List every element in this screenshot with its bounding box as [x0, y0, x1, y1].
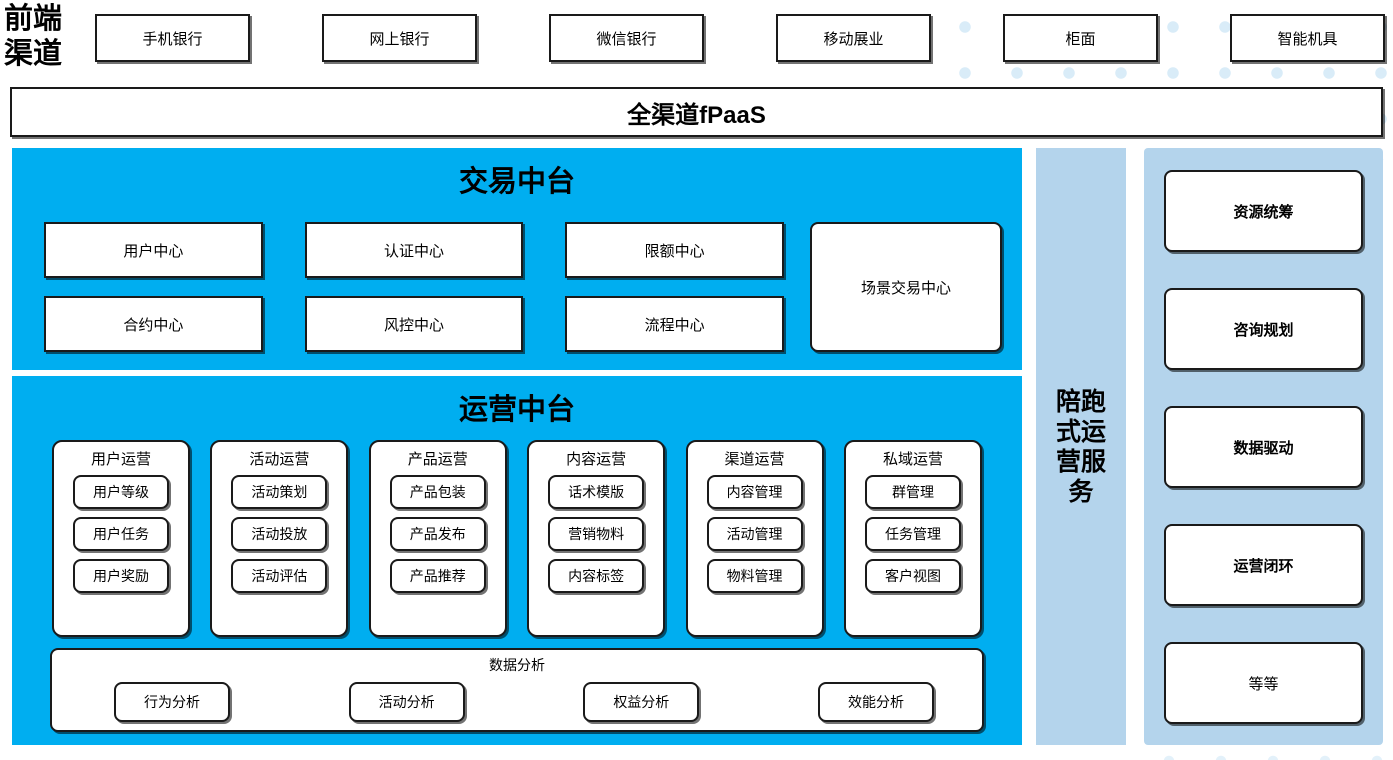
ops-center-panel: 运营中台 用户运营 用户等级 用户任务 用户奖励 活动运营 活动策划 活动投放 …: [12, 376, 1022, 745]
trade-center-title: 交易中台: [458, 166, 575, 198]
trade-card-risk-center[interactable]: 风控中心: [304, 296, 524, 352]
trade-card-user-center[interactable]: 用户中心: [44, 222, 263, 278]
front-channel-label: 前端 渠道: [4, 2, 88, 74]
ops-item-marketing-material[interactable]: 营销物料: [548, 517, 645, 551]
ops-item-material-management[interactable]: 物料管理: [706, 559, 803, 593]
ops-item-campaign-evaluation[interactable]: 活动评估: [231, 559, 328, 593]
data-analysis-item-campaign[interactable]: 活动分析: [348, 682, 465, 722]
ops-column-title: 用户运营: [90, 451, 151, 468]
channel-box-wechat-bank[interactable]: 微信银行: [549, 14, 704, 62]
capability-card-resource-coordination[interactable]: 资源统筹: [1164, 170, 1363, 252]
channel-box-mobile-field[interactable]: 移动展业: [776, 14, 931, 62]
trade-card-contract-center[interactable]: 合约中心: [44, 296, 263, 352]
trade-card-auth-center[interactable]: 认证中心: [304, 222, 524, 278]
ops-item-user-level[interactable]: 用户等级: [73, 475, 169, 509]
data-analysis-section: 数据分析 行为分析 活动分析 权益分析 效能分析: [50, 648, 984, 732]
front-channel-label-line2: 渠道: [4, 38, 63, 70]
front-channel-row: 手机银行 网上银行 微信银行 移动展业 柜面 智能机具: [95, 14, 1385, 62]
ops-item-campaign-delivery[interactable]: 活动投放: [231, 517, 328, 551]
ops-item-content-management[interactable]: 内容管理: [706, 475, 803, 509]
ops-item-customer-view[interactable]: 客户视图: [864, 559, 961, 593]
service-capability-list: 资源统筹 咨询规划 数据驱动 运营闭环 等等: [1164, 170, 1363, 724]
ops-item-user-reward[interactable]: 用户奖励: [73, 559, 169, 593]
channel-box-smart-device[interactable]: 智能机具: [1230, 14, 1385, 62]
ops-column-title: 产品运营: [407, 451, 468, 468]
ops-column-channel-operation: 渠道运营 内容管理 活动管理 物料管理: [685, 440, 824, 637]
ops-item-group-management[interactable]: 群管理: [864, 475, 961, 509]
ops-column-campaign-operation: 活动运营 活动策划 活动投放 活动评估: [210, 440, 349, 637]
ops-item-product-recommendation[interactable]: 产品推荐: [389, 559, 486, 593]
data-analysis-item-benefit[interactable]: 权益分析: [583, 682, 700, 722]
capability-card-data-driven[interactable]: 数据驱动: [1164, 406, 1363, 488]
ops-column-title: 内容运营: [566, 451, 627, 468]
trade-center-panel: 交易中台 用户中心 认证中心 限额中心 合约中心 风控中心 流程中心 场景交易中…: [12, 148, 1022, 370]
trade-card-process-center[interactable]: 流程中心: [565, 296, 784, 352]
channel-box-counter[interactable]: 柜面: [1003, 14, 1158, 62]
ops-column-product-operation: 产品运营 产品包装 产品发布 产品推荐: [368, 440, 507, 637]
ops-center-columns: 用户运营 用户等级 用户任务 用户奖励 活动运营 活动策划 活动投放 活动评估 …: [52, 440, 982, 637]
ops-item-product-release[interactable]: 产品发布: [389, 517, 486, 551]
trade-center-card-grid: 用户中心 认证中心 限额中心 合约中心 风控中心 流程中心: [44, 222, 784, 352]
accompany-service-label: 陪跑式运营服务: [1055, 387, 1106, 506]
data-analysis-title: 数据分析: [489, 657, 545, 673]
ops-item-product-packaging[interactable]: 产品包装: [389, 475, 486, 509]
channel-box-online-bank[interactable]: 网上银行: [322, 14, 477, 62]
service-capability-panel: 资源统筹 咨询规划 数据驱动 运营闭环 等等: [1144, 148, 1383, 745]
ops-item-content-tag[interactable]: 内容标签: [548, 559, 645, 593]
ops-column-content-operation: 内容运营 话术模版 营销物料 内容标签: [527, 440, 666, 637]
ops-column-title: 私域运营: [882, 451, 943, 468]
ops-column-title: 活动运营: [249, 451, 310, 468]
channel-box-mobile-bank[interactable]: 手机银行: [95, 14, 250, 62]
capability-card-operation-closed-loop[interactable]: 运营闭环: [1164, 524, 1363, 606]
ops-item-script-template[interactable]: 话术模版: [548, 475, 645, 509]
data-analysis-item-behavior[interactable]: 行为分析: [114, 682, 230, 722]
capability-card-consulting-planning[interactable]: 咨询规划: [1164, 288, 1363, 370]
omnichannel-fpaas-bar[interactable]: 全渠道fPaaS: [10, 87, 1383, 137]
data-analysis-items: 行为分析 活动分析 权益分析 效能分析: [114, 682, 934, 722]
trade-card-scene-transaction-center[interactable]: 场景交易中心: [810, 222, 1002, 352]
capability-card-etc[interactable]: 等等: [1164, 642, 1363, 724]
ops-column-title: 渠道运营: [724, 451, 785, 468]
ops-item-task-management[interactable]: 任务管理: [864, 517, 961, 551]
ops-column-private-domain-operation: 私域运营 群管理 任务管理 客户视图: [843, 440, 982, 637]
ops-column-user-operation: 用户运营 用户等级 用户任务 用户奖励: [52, 440, 190, 637]
accompany-service-column: 陪跑式运营服务: [1036, 148, 1126, 745]
trade-card-limit-center[interactable]: 限额中心: [565, 222, 784, 278]
ops-item-campaign-management[interactable]: 活动管理: [706, 517, 803, 551]
ops-item-campaign-planning[interactable]: 活动策划: [231, 475, 328, 509]
front-channel-label-line1: 前端: [4, 3, 63, 35]
ops-center-title: 运营中台: [458, 394, 575, 426]
ops-item-user-task[interactable]: 用户任务: [73, 517, 169, 551]
data-analysis-item-efficiency[interactable]: 效能分析: [817, 682, 934, 722]
